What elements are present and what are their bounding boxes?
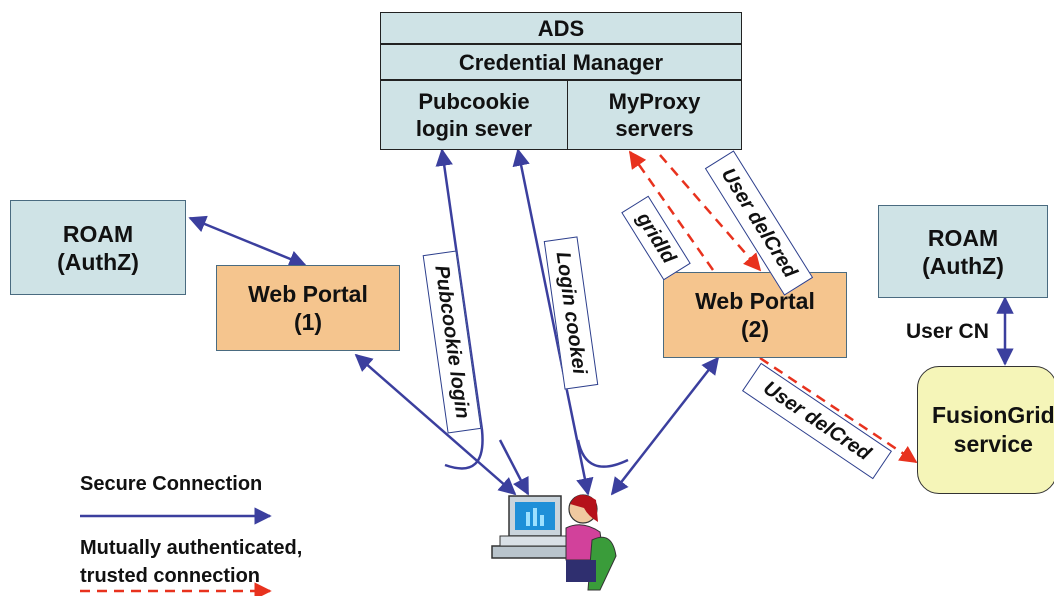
myproxy-servers: MyProxy servers — [567, 80, 742, 150]
roam-authz-left: ROAM (AuthZ) — [10, 200, 186, 295]
legend-secure-text: Secure Connection — [80, 473, 263, 495]
web-portal-2: Web Portal (2) — [663, 272, 847, 358]
pubcookie-user-connection — [435, 148, 484, 470]
legend-trusted-text: Mutually authenticated, trusted connecti… — [80, 537, 303, 587]
roam-portal1-connection — [188, 215, 307, 268]
delcred-trusted-connection — [659, 154, 762, 272]
gridid-trusted-connection — [628, 150, 715, 271]
roam-authz-right: ROAM (AuthZ) — [878, 205, 1048, 298]
fusiongrid-service: FusionGrid service — [917, 366, 1054, 494]
fusion-trusted-connection — [759, 356, 918, 464]
ads-title: ADS — [380, 12, 742, 44]
portal1-user-connection — [354, 353, 517, 496]
portal2-user-connection — [610, 356, 720, 496]
login-cookie-connection — [512, 148, 594, 496]
pubcookie-login-server: Pubcookie login sever — [380, 80, 568, 150]
credential-manager: Credential Manager — [380, 44, 742, 80]
web-portal-1: Web Portal (1) — [216, 265, 400, 351]
user-cn-label: User CN — [906, 320, 989, 343]
